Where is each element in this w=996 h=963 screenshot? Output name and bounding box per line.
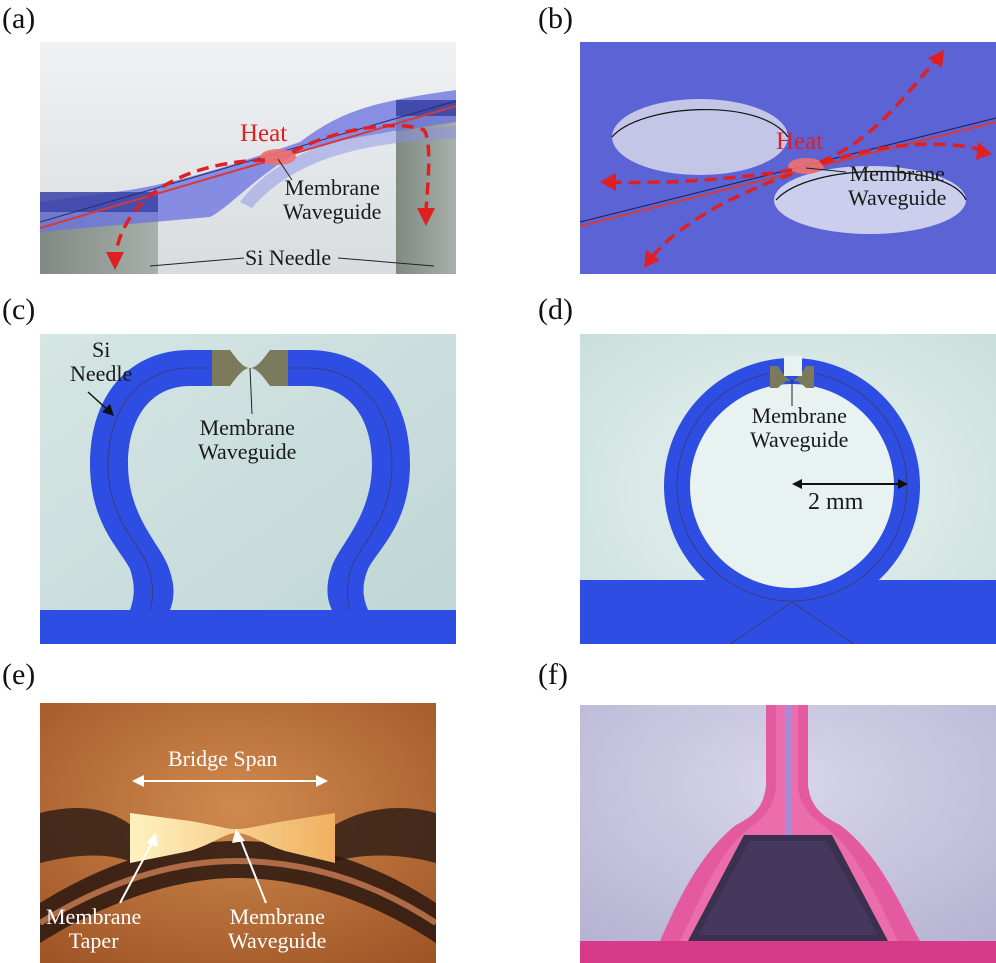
- panel-a-render: Heat Membrane Waveguide Si Needle: [40, 42, 456, 274]
- panel-label-a: (a): [2, 2, 36, 35]
- waveguide-core: [785, 705, 791, 835]
- panel-b-membrane-line1: Membrane: [849, 161, 945, 186]
- si-needle-ring: [40, 350, 456, 644]
- panel-b-render: Heat Membrane Waveguide: [580, 42, 996, 274]
- panel-e-waveguide-line2: Waveguide: [228, 927, 327, 953]
- heat-arrow-right: [291, 123, 431, 211]
- panel-d-membrane-line2: Waveguide: [750, 426, 849, 452]
- panel-d-membrane-label: Membrane Waveguide: [750, 404, 848, 452]
- panel-e-taper-label: Membrane Taper: [46, 905, 141, 953]
- panel-e-illustration: [40, 703, 436, 963]
- panel-d-layout: Membrane Waveguide 2 mm: [580, 334, 996, 644]
- heat-spot: [260, 149, 296, 165]
- heat-arrow-east: [821, 142, 981, 166]
- panel-label-c: (c): [2, 293, 36, 326]
- panel-c-needle-label: Si Needle: [70, 338, 132, 386]
- panel-d-membrane-line1: Membrane: [751, 403, 847, 428]
- panel-c-needle-line2: Needle: [70, 360, 133, 386]
- heat-arrow-southwest: [650, 172, 793, 259]
- panel-a-membrane-line2: Waveguide: [283, 198, 382, 224]
- panel-d-scale-label: 2 mm: [808, 489, 864, 515]
- ring-interior: [690, 384, 894, 588]
- panel-c-membrane-label: Membrane Waveguide: [198, 416, 296, 464]
- opening-left: [612, 99, 788, 175]
- panel-a-membrane-label: Membrane Waveguide: [283, 176, 381, 224]
- panel-e-taper-line2: Taper: [68, 927, 119, 953]
- membrane-taper: [130, 813, 335, 863]
- panel-e-waveguide-line1: Membrane: [229, 904, 325, 929]
- panel-c-membrane-line2: Waveguide: [198, 438, 297, 464]
- panel-label-e: (e): [2, 658, 36, 691]
- panel-f-illustration: [580, 705, 996, 963]
- panel-d-illustration: [580, 334, 996, 644]
- panel-c-layout: Si Needle Membrane Waveguide: [40, 334, 456, 644]
- panel-c-needle-line1: Si: [91, 337, 111, 362]
- panel-e-taper-line1: Membrane: [46, 904, 142, 929]
- panel-e-span-label: Bridge Span: [168, 746, 278, 771]
- substrate-edge: [580, 941, 996, 963]
- membrane-waveguide: [770, 366, 814, 388]
- panel-a-illustration: [40, 42, 456, 274]
- panel-b-membrane-label: Membrane Waveguide: [848, 162, 946, 210]
- heat-arrow-northeast: [819, 58, 938, 164]
- heat-arrow-west: [609, 168, 793, 185]
- heat-spot: [788, 158, 824, 174]
- panel-e-micrograph: Bridge Span Membrane Taper Membrane Wave…: [40, 703, 436, 963]
- panel-a-needle-label: Si Needle: [245, 245, 332, 270]
- panel-b-illustration: [580, 42, 996, 274]
- opening-right: [774, 166, 966, 234]
- heat-arrow-left: [113, 158, 266, 258]
- panel-a-heat-label: Heat: [240, 120, 288, 147]
- panel-label-f: (f): [538, 658, 568, 691]
- panel-b-membrane-line2: Waveguide: [848, 184, 947, 210]
- panel-label-b: (b): [538, 2, 573, 35]
- panel-c-illustration: [40, 334, 456, 644]
- panel-f-micrograph: [580, 705, 996, 963]
- panel-label-d: (d): [538, 293, 573, 326]
- panel-c-membrane-line1: Membrane: [199, 415, 295, 440]
- panel-a-membrane-line1: Membrane: [284, 175, 380, 200]
- panel-e-waveguide-label: Membrane Waveguide: [228, 905, 326, 953]
- panel-b-heat-label: Heat: [776, 128, 824, 155]
